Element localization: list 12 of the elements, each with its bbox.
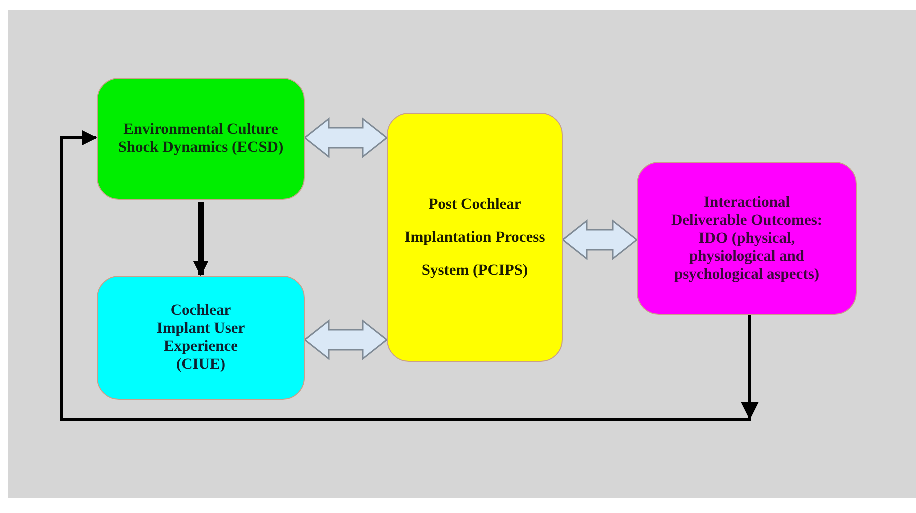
box-label: Environmental Culture Shock Dynamics (ECSD): [118, 121, 284, 157]
box-label: Post Cochlear Implantation Process System (PCIPS): [404, 195, 546, 281]
process-box: [387, 113, 563, 362]
process-box: [637, 162, 857, 315]
process-box: [97, 78, 305, 200]
box-label: Interactional Deliverable Outcomes: IDO (physical, physiological and psychological aspects): [670, 194, 824, 284]
box-label: Cochlear Implant User Experience (CIUE): [156, 302, 246, 374]
double-block-arrow: [304, 117, 388, 159]
double-block-arrow: [562, 219, 638, 261]
arrow: [193, 202, 209, 277]
process-box: [97, 276, 305, 400]
double-block-arrow: [304, 319, 388, 361]
